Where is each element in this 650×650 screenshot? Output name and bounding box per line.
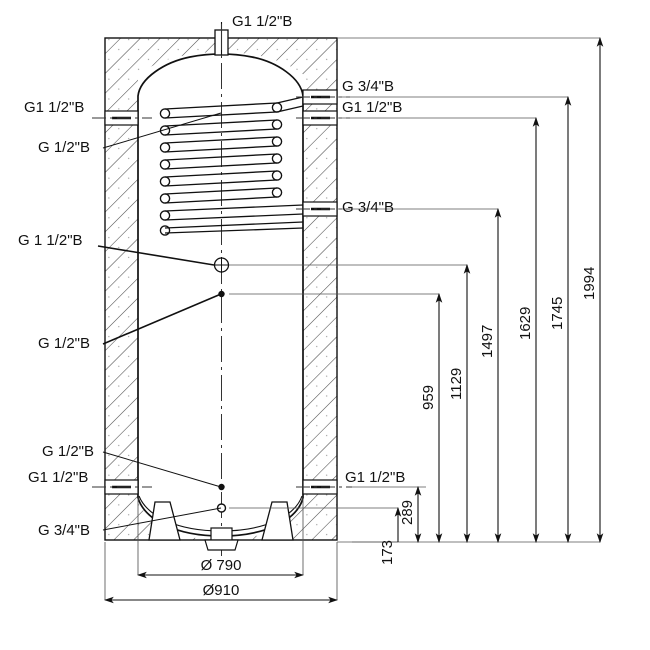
dimvalue-1497: 1497: [479, 325, 496, 358]
dimvalue-d910: Ø910: [203, 582, 240, 599]
bottom-drain: [204, 527, 239, 551]
label-left-5: G 1/2"B: [42, 443, 94, 460]
tapping-g3-4-low: [216, 503, 227, 513]
internal-tappings: [213, 257, 230, 513]
label-right-2: G1 1/2"B: [342, 99, 402, 116]
coil-turn: [159, 204, 304, 221]
label-left-2: G 1/2"B: [38, 139, 90, 156]
vertical-dimension-lines: [394, 36, 604, 544]
foot-left: [148, 501, 181, 541]
dimvalue-1129: 1129: [448, 368, 465, 400]
tapping-g1-2-mid: [218, 290, 225, 298]
coil-turn: [159, 170, 283, 187]
dimvalue-959: 959: [420, 385, 437, 410]
leader-lines: [97, 112, 222, 531]
dimvalue-1745: 1745: [549, 297, 566, 330]
tapping-g1-2-low: [218, 483, 225, 491]
coil-turn: [159, 221, 304, 236]
coil-turn: [159, 187, 283, 204]
label-top-connection: G1 1/2"B: [232, 13, 292, 30]
coil-turn: [159, 136, 283, 153]
dimvalue-1994: 1994: [581, 267, 598, 300]
dimvalue-173: 173: [379, 540, 396, 565]
horizontal-dimension-lines: [103, 571, 339, 604]
label-left-4: G 1/2"B: [38, 335, 90, 352]
coil-heat-exchanger: [159, 96, 304, 236]
dimvalue-1629: 1629: [517, 307, 534, 340]
dimvalue-289: 289: [399, 500, 416, 525]
label-right-1: G 3/4"B: [342, 78, 394, 95]
label-left-6: G1 1/2"B: [28, 469, 88, 486]
label-left-1: G1 1/2"B: [24, 99, 84, 116]
label-left-7: G 3/4"B: [38, 522, 90, 539]
foot-right: [261, 501, 294, 541]
label-right-3: G 3/4"B: [342, 199, 394, 216]
support-feet: [148, 501, 294, 541]
wall-nozzles: [92, 89, 352, 495]
tank-shell: [137, 53, 304, 537]
coil-turn: [159, 153, 283, 170]
dimvalue-d790: Ø 790: [201, 557, 242, 574]
label-right-4: G1 1/2"B: [345, 469, 405, 486]
label-left-3: G 1 1/2"B: [18, 232, 83, 249]
